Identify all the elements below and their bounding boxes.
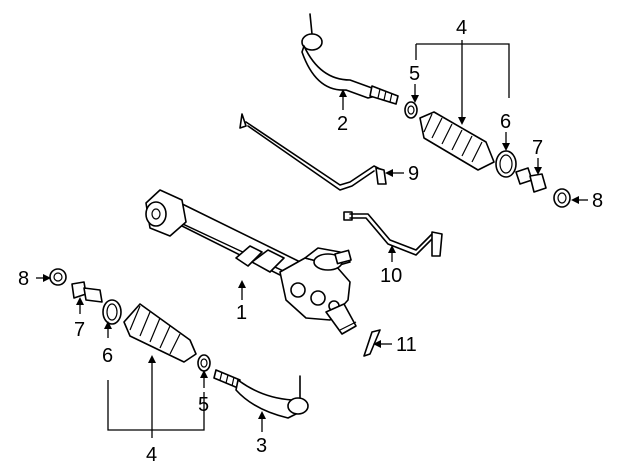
callout-seal-upper: 8	[592, 190, 603, 212]
clamp-small-lower	[197, 354, 211, 372]
callout-inner-tie-rod-lower: 7	[74, 319, 85, 341]
callout-return-line: 10	[380, 265, 402, 287]
clamp-large-lower	[102, 299, 122, 325]
callout-clamp-large-lower: 6	[102, 345, 113, 367]
callout-seal-lower: 8	[18, 268, 29, 290]
return-line	[343, 211, 443, 257]
clamp-large-upper	[495, 150, 517, 178]
callout-clamp-small-lower: 5	[198, 394, 209, 416]
inner-tie-rod-lower	[71, 281, 103, 303]
outer-tie-rod-upper	[301, 13, 399, 105]
clamp-small-upper	[404, 101, 418, 119]
callout-clamp-large-upper: 6	[500, 111, 511, 133]
rack-and-pinion-assembly	[145, 189, 357, 335]
callout-outer-tie-rod-upper: 2	[337, 113, 348, 135]
adapter	[363, 329, 381, 357]
leader-lines	[36, 40, 588, 438]
seal-lower	[49, 268, 67, 286]
inner-tie-rod-upper	[515, 167, 547, 193]
pressure-line	[239, 113, 387, 191]
boot-lower	[123, 303, 197, 363]
callout-boot-lower: 4	[146, 444, 157, 466]
callout-boot-upper: 4	[456, 17, 467, 39]
callout-outer-tie-rod-lower: 3	[256, 435, 267, 457]
callout-rack: 1	[236, 302, 247, 324]
boot-upper	[419, 111, 495, 171]
callout-clamp-small-upper: 5	[409, 63, 420, 85]
seal-upper	[553, 188, 571, 208]
callout-adapter: 11	[396, 334, 417, 356]
callout-pressure-line: 9	[408, 163, 419, 185]
outer-tie-rod-lower	[213, 369, 309, 419]
callout-inner-tie-rod-upper: 7	[532, 137, 543, 159]
